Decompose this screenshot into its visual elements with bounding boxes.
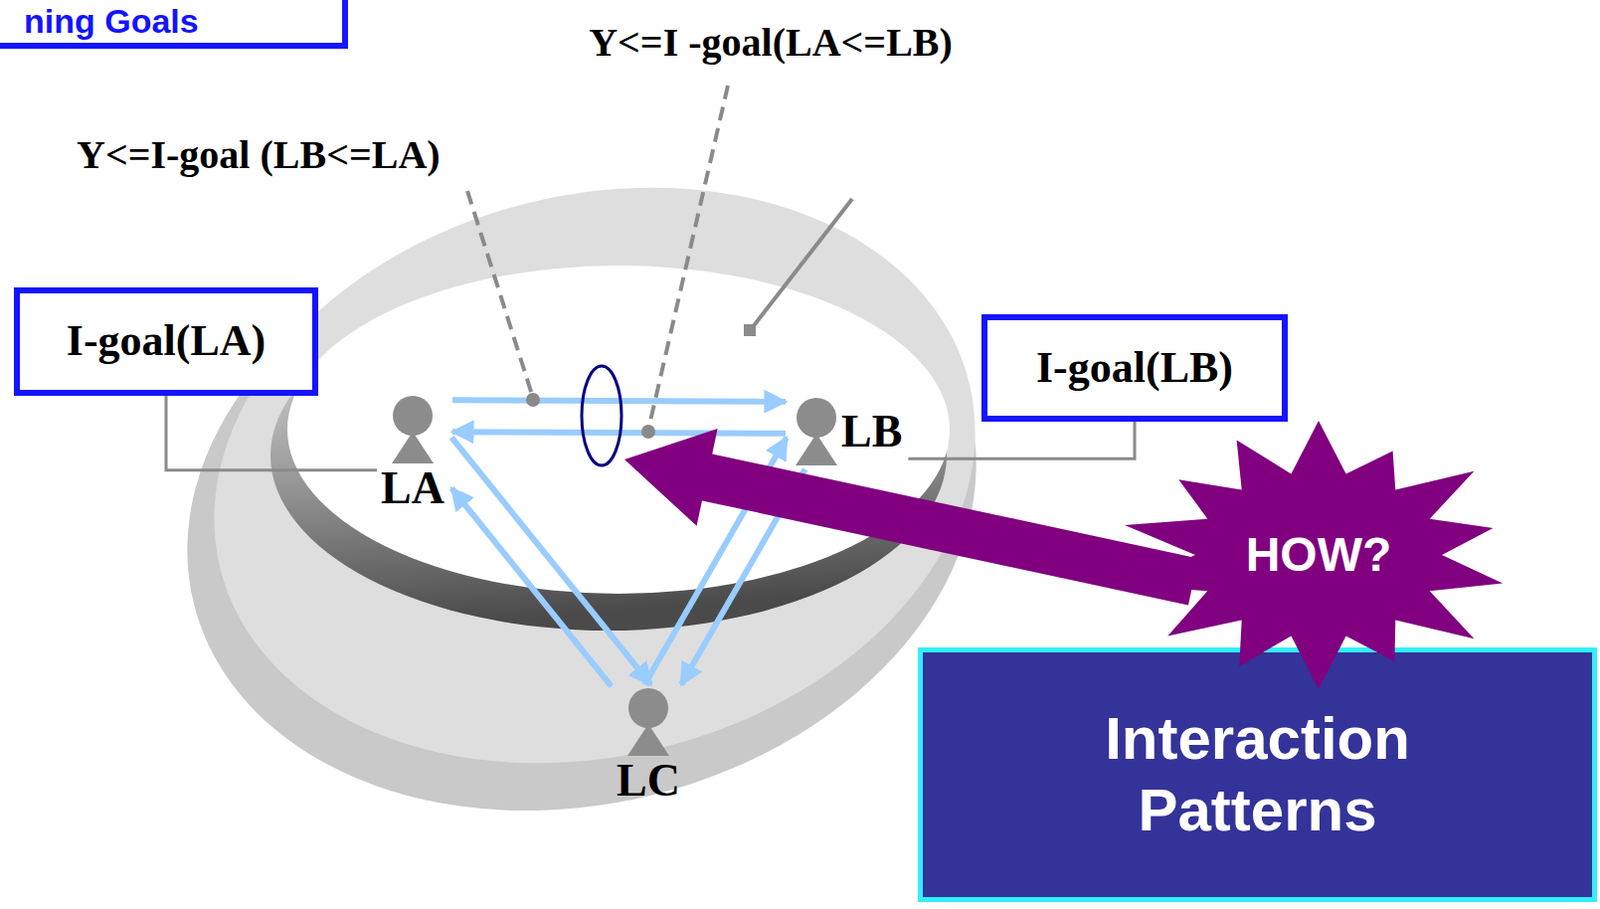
learner-node: LA xyxy=(376,393,451,512)
leader-dot xyxy=(526,392,540,407)
person-head xyxy=(628,688,669,728)
learner-node: LB xyxy=(787,395,908,468)
goal-text: I-goal(LB) xyxy=(1036,344,1234,392)
goal-text: I-goal(LA) xyxy=(66,317,266,365)
learner-node: LC xyxy=(612,686,687,804)
goal-box: I-goal(LA) xyxy=(13,287,319,396)
learner-name: LA xyxy=(380,465,445,512)
ring-hole xyxy=(287,265,950,594)
section-tab: ning Goals xyxy=(0,0,349,49)
question-star: HOW? xyxy=(1119,420,1518,690)
relation-label: Y<=I-goal (LB<=LA) xyxy=(76,132,441,178)
pattern-panel: Interaction Patterns xyxy=(917,647,1598,902)
person-body xyxy=(391,431,434,464)
person-icon xyxy=(623,686,674,758)
panel-title: Interaction Patterns xyxy=(1039,703,1477,847)
pointer-end xyxy=(743,324,756,337)
question-text: HOW? xyxy=(1245,529,1393,582)
focus-ellipse xyxy=(581,365,622,466)
learner-name: LC xyxy=(616,757,681,804)
person-body xyxy=(627,723,670,756)
goal-link xyxy=(166,395,377,471)
person-body xyxy=(795,433,838,466)
interaction-arrow xyxy=(451,437,651,686)
goal-link xyxy=(907,421,1135,459)
question-arrow xyxy=(624,428,1199,606)
interaction-arrow xyxy=(452,399,786,402)
leader-line xyxy=(467,190,534,398)
relation-label: Y<=I -goal(LA<=LB) xyxy=(588,19,953,66)
ring-top xyxy=(152,110,1037,842)
leader-line xyxy=(648,85,728,430)
person-head xyxy=(796,397,837,438)
person-icon xyxy=(387,393,438,466)
pointer-line xyxy=(751,198,853,329)
person-icon xyxy=(791,395,842,468)
interaction-arrow xyxy=(451,488,612,687)
person-head xyxy=(392,395,433,436)
leader-dot xyxy=(641,424,656,439)
learner-name: LB xyxy=(841,408,902,455)
goal-box: I-goal(LB) xyxy=(981,314,1288,422)
